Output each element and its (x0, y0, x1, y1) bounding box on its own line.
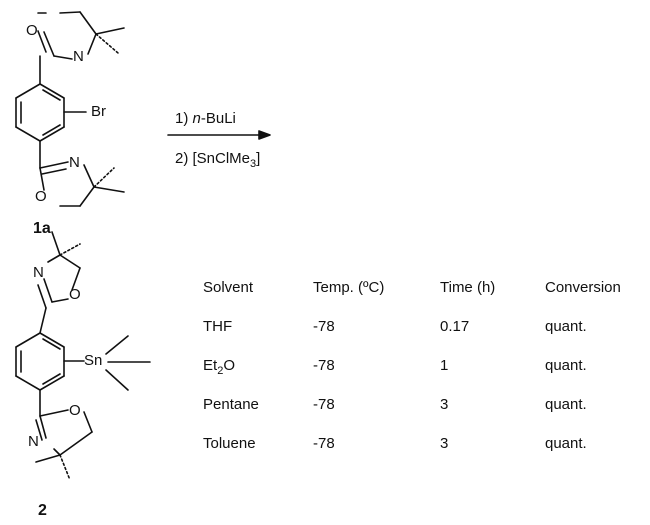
bond (39, 332, 65, 348)
bond (83, 411, 93, 433)
cell-temp: -78 (313, 357, 335, 374)
cell-solvent: Et2O (203, 357, 235, 377)
cell-conversion: quant. (545, 435, 587, 452)
bond (15, 83, 41, 99)
cell-time: 3 (440, 435, 449, 452)
compound-label-1a: 1a (33, 220, 51, 237)
bond (42, 89, 61, 101)
bond (43, 278, 53, 303)
bond (15, 126, 41, 142)
atom-nitrogen: N (69, 154, 80, 171)
header-solvent: Solvent (203, 279, 254, 296)
cell-conversion: quant. (545, 396, 587, 413)
bond (39, 161, 69, 169)
bond (43, 31, 55, 57)
bond (93, 186, 125, 193)
atom-tin: Sn (84, 352, 103, 369)
bond (79, 11, 97, 35)
bond (37, 30, 47, 53)
bond (39, 167, 45, 191)
cell-time: 3 (440, 396, 449, 413)
reaction-arrow (167, 130, 271, 140)
reaction-step-2: 2) [SnClMe3] (175, 150, 261, 170)
bond (105, 335, 129, 355)
bond (42, 338, 61, 350)
reaction-step-1: 1) n-BuLi (175, 110, 236, 127)
bond (59, 454, 71, 481)
cell-conversion: quant. (545, 357, 587, 374)
reactant-structure (15, 11, 125, 207)
header-temp: Temp. (ºC) (313, 279, 385, 296)
bond (59, 431, 93, 456)
cell-time: 1 (440, 357, 449, 374)
cell-temp: -78 (313, 318, 335, 335)
bond (53, 448, 61, 456)
bond (39, 83, 65, 99)
bond (39, 307, 47, 334)
atom-oxygen: O (35, 188, 47, 205)
bond (59, 243, 81, 256)
bond (41, 168, 67, 175)
bond (39, 126, 65, 142)
atom-bromine: Br (91, 103, 106, 120)
bond (95, 27, 125, 35)
bond (93, 167, 115, 188)
bond (95, 33, 119, 54)
atom-oxygen: O (26, 22, 38, 39)
bond (105, 369, 129, 391)
bond (87, 33, 97, 55)
bond (15, 332, 41, 348)
product-structure (15, 231, 151, 481)
atom-oxygen: O (69, 402, 81, 419)
atom-nitrogen: N (28, 433, 39, 450)
bond (59, 254, 81, 269)
atom-nitrogen: N (73, 48, 84, 65)
bond (15, 375, 41, 391)
bond (53, 55, 73, 60)
bond (42, 373, 61, 385)
bond (37, 284, 47, 309)
cell-temp: -78 (313, 396, 335, 413)
header-conversion: Conversion (545, 279, 621, 296)
cell-time: 0.17 (440, 318, 470, 335)
cell-solvent: Toluene (203, 435, 256, 452)
bond (42, 124, 61, 136)
cell-temp: -78 (313, 435, 335, 452)
bond (83, 164, 95, 188)
bond (51, 298, 69, 303)
bond (39, 415, 47, 439)
cell-solvent: Pentane (203, 396, 259, 413)
cell-solvent: THF (203, 318, 233, 335)
atom-nitrogen: N (33, 264, 44, 281)
header-time: Time (h) (440, 279, 496, 296)
bond (35, 419, 43, 441)
bond (47, 254, 61, 263)
bond (51, 231, 61, 256)
bond (59, 11, 81, 14)
bond (71, 267, 81, 291)
compound-label-2: 2 (38, 502, 47, 519)
bond (35, 454, 61, 463)
cell-conversion: quant. (545, 318, 587, 335)
bond (39, 375, 65, 391)
bond (79, 186, 95, 207)
bond (39, 409, 69, 417)
atom-oxygen: O (69, 286, 81, 303)
